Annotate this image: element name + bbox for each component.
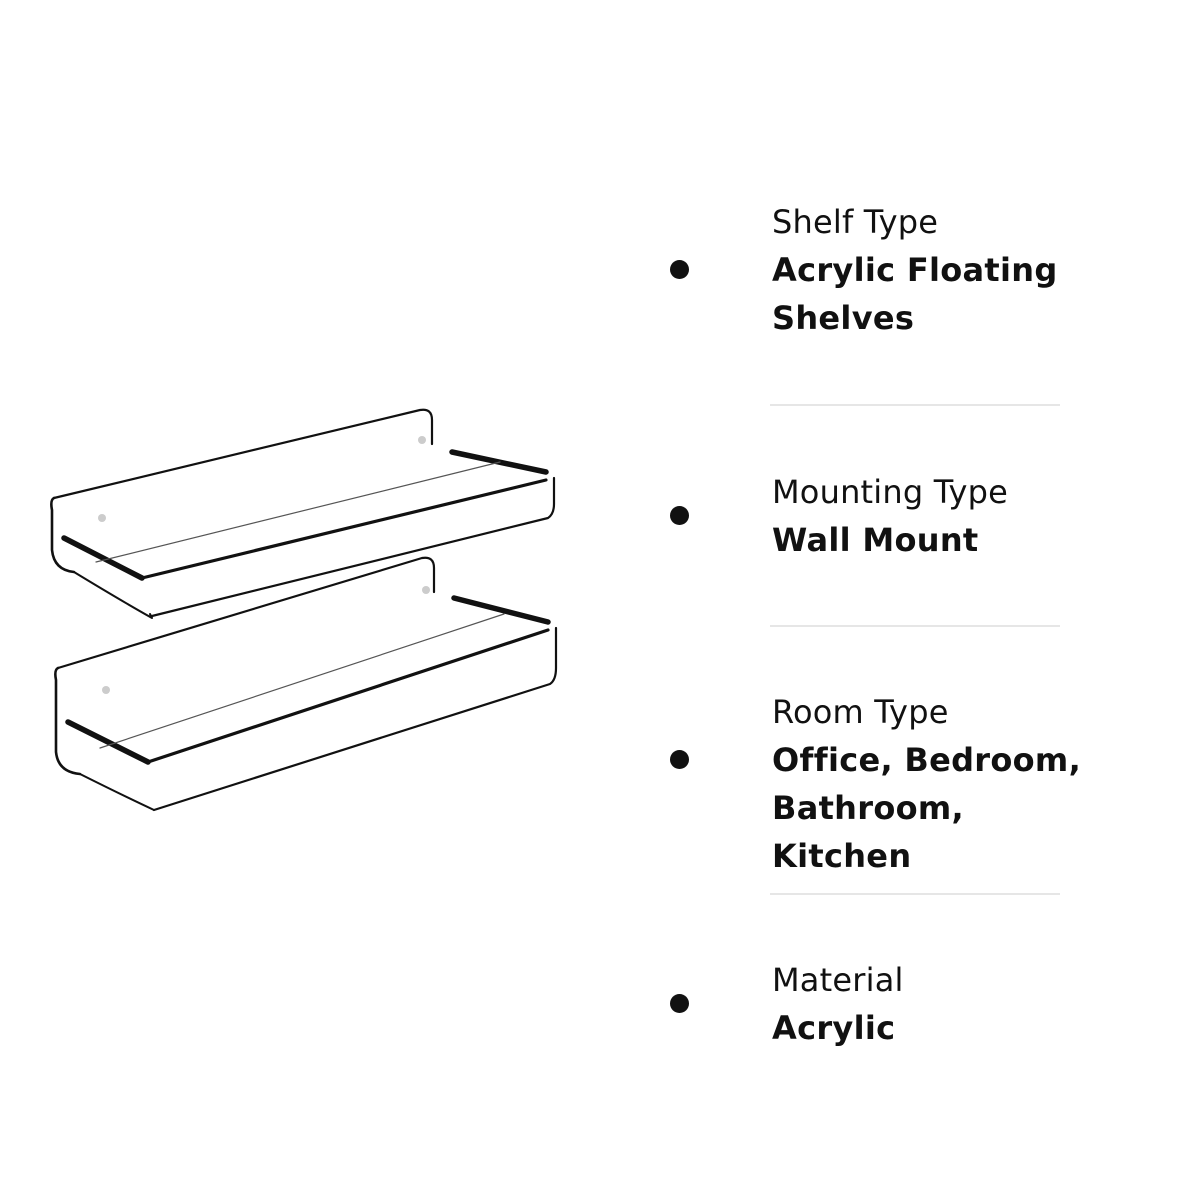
attribute-text: Material Acrylic [772,956,1172,1052]
attribute-value: Acrylic Floating Shelves [772,251,1058,337]
attribute-material: Material Acrylic [660,956,1160,1056]
attribute-room-type: Room Type Office, Bedroom, Bathroom, Kit… [660,688,1160,875]
attribute-value: Office, Bedroom, Bathroom, Kitchen [772,741,1082,875]
attribute-value: Wall Mount [772,521,979,559]
product-image-acrylic-shelves [50,408,558,812]
attribute-text: Shelf Type Acrylic Floating Shelves [772,198,1172,342]
attribute-value: Acrylic [772,1009,896,1047]
divider [770,404,1060,406]
bullet-icon [670,260,689,279]
attribute-shelf-type: Shelf Type Acrylic Floating Shelves [660,198,1160,348]
shelf-upper [50,408,556,619]
divider [770,893,1060,895]
attribute-label: Material [772,961,904,999]
screw-dot-icon [98,514,106,522]
bullet-icon [670,994,689,1013]
attribute-label: Mounting Type [772,473,1009,511]
attribute-label: Shelf Type [772,203,939,241]
screw-dot-icon [422,586,430,594]
attribute-mounting-type: Mounting Type Wall Mount [660,468,1160,568]
screw-dot-icon [418,436,426,444]
shelf-lower [54,556,558,812]
bullet-icon [670,750,689,769]
bullet-icon [670,506,689,525]
attribute-text: Mounting Type Wall Mount [772,468,1172,564]
divider [770,625,1060,627]
attribute-text: Room Type Office, Bedroom, Bathroom, Kit… [772,688,1172,880]
screw-dot-icon [102,686,110,694]
attribute-label: Room Type [772,693,949,731]
